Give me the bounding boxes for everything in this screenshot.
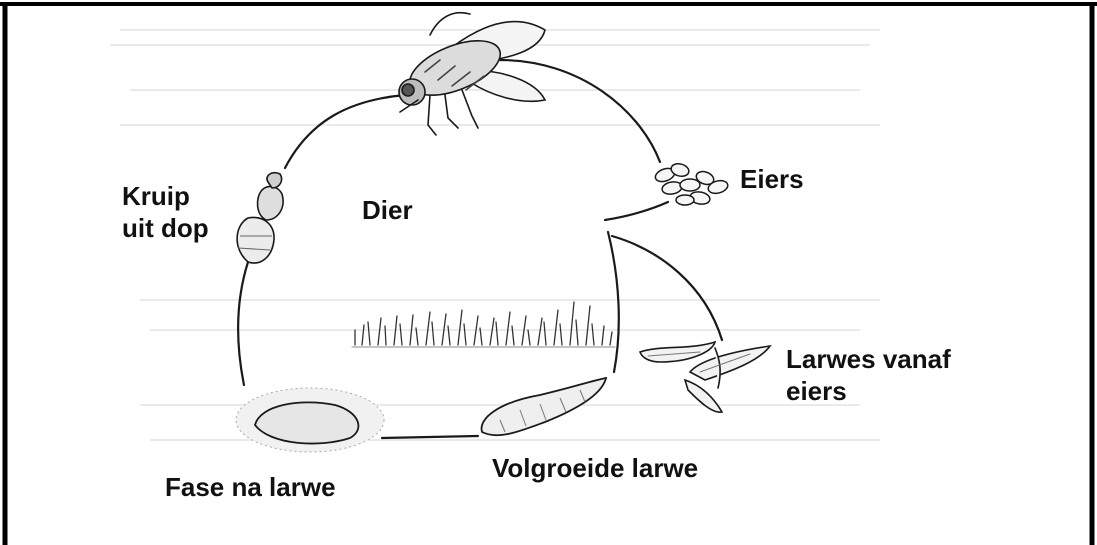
stage-label-emerge: Kruip uit dop	[122, 180, 209, 244]
stage-label-post-larva: Fase na larwe	[165, 471, 336, 503]
eggs-illustration	[654, 162, 730, 206]
stage-label-hatched-line1: Larwes vanaf	[786, 343, 951, 375]
stage-label-hatched-line2: eiers	[786, 375, 951, 407]
stage-label-emerge-line1: Kruip	[122, 180, 209, 212]
pupa-emerging-illustration	[237, 173, 283, 263]
hatched-larvae-illustration	[640, 342, 770, 412]
fly-illustration	[399, 13, 545, 135]
cycle-lines	[238, 60, 722, 438]
stage-label-emerge-line2: uit dop	[122, 212, 209, 244]
center-label: Dier	[362, 194, 413, 226]
stage-label-hatched-larvae: Larwes vanaf eiers	[786, 343, 951, 407]
stage-label-eggs: Eiers	[740, 163, 804, 195]
mature-larva-illustration	[482, 378, 606, 435]
stage-label-mature-larva: Volgroeide larwe	[492, 452, 698, 484]
grass-illustration	[352, 302, 615, 347]
post-larva-illustration	[236, 388, 384, 452]
